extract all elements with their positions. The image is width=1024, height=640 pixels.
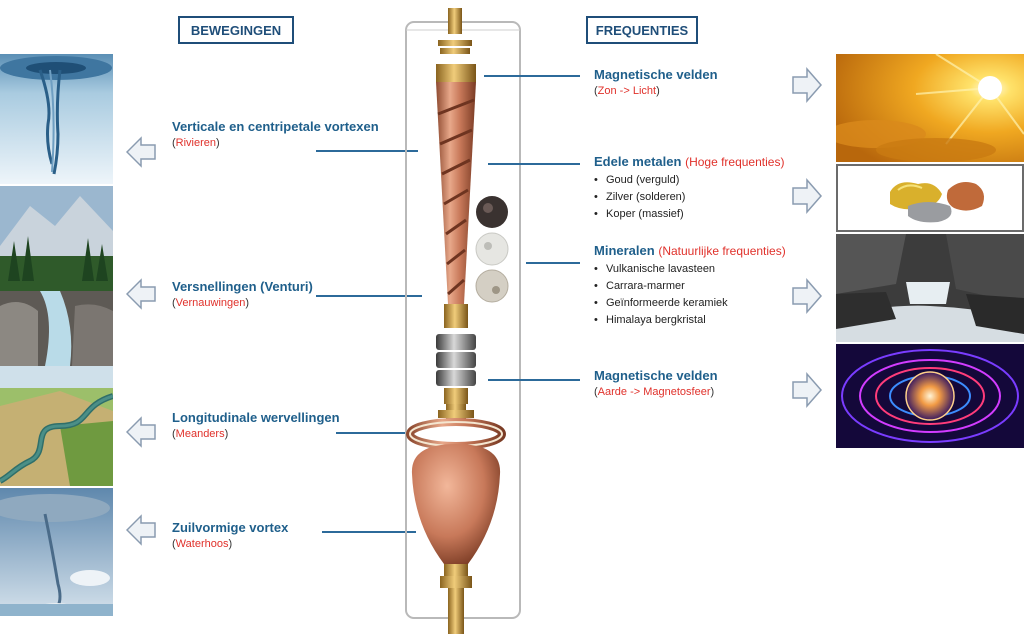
list-item: Zilver (solderen) [594, 189, 784, 206]
photo-river-canyon [0, 186, 113, 366]
photo-meanders [0, 366, 113, 486]
callout-title-main: Edele metalen [594, 154, 682, 169]
leader-line [484, 75, 580, 77]
callout-magnetisch-aarde: Magnetische velden (Aarde -> Magnetosfee… [594, 368, 718, 398]
callout-wervellingen: Longitudinale wervellingen (Meanders) [172, 410, 340, 440]
callout-magnetisch-zon: Magnetische velden (Zon -> Licht) [594, 67, 718, 97]
arrow-left-icon [126, 416, 156, 448]
arrow-right-icon [792, 278, 822, 314]
callout-sub: (Meanders) [172, 428, 229, 440]
arrow-left-icon [126, 136, 156, 168]
list-item: Geïnformeerde keramiek [594, 295, 786, 312]
callout-title-main: Mineralen [594, 243, 655, 258]
photo-sun [836, 54, 1024, 162]
callout-vortexen: Verticale en centripetale vortexen (Rivi… [172, 119, 379, 149]
list-item: Himalaya bergkristal [594, 312, 786, 329]
leader-line [488, 163, 580, 165]
callout-title: Versnellingen (Venturi) [172, 279, 313, 294]
callout-sub: (Aarde -> Magnetosfeer) [594, 386, 715, 398]
leader-line [336, 432, 412, 434]
leader-line [316, 150, 418, 152]
callout-zuilvortex: Zuilvormige vortex (Waterhoos) [172, 520, 288, 550]
photo-metals [836, 164, 1024, 232]
arrow-right-icon [792, 67, 822, 103]
callout-title: Magnetische velden [594, 67, 718, 82]
callout-title-red: Natuurlijke frequenties [662, 244, 782, 258]
callout-title-red: Hoge frequenties [689, 155, 781, 169]
callout-title-suffix: (Natuurlijke frequenties) [658, 244, 786, 258]
callout-title-suffix: (Hoge frequenties) [685, 155, 785, 169]
arrow-left-icon [126, 514, 156, 546]
photo-waterfall-rocks [836, 234, 1024, 342]
callout-title: Longitudinale wervellingen [172, 410, 340, 425]
callout-edele-metalen: Edele metalen (Hoge frequenties) Goud (v… [594, 154, 784, 223]
list-item: Koper (massief) [594, 206, 784, 223]
leader-line [488, 379, 580, 381]
callout-sub-red: Vernauwingen [175, 297, 246, 309]
leader-line [316, 295, 422, 297]
callout-sub-red: Waterhoos [175, 538, 229, 550]
callout-sub-red: Zon -> Licht [597, 85, 657, 97]
vortex-device [405, 8, 521, 634]
photo-waterspout [0, 488, 113, 616]
list: Goud (verguld) Zilver (solderen) Koper (… [594, 172, 784, 223]
leader-line [322, 531, 416, 533]
callout-sub-red: Rivieren [175, 137, 217, 149]
arrow-right-icon [792, 372, 822, 408]
list-item: Carrara-marmer [594, 278, 786, 295]
header-bewegingen: BEWEGINGEN [178, 16, 294, 44]
callout-title: Mineralen (Natuurlijke frequenties) [594, 243, 786, 258]
callout-sub-red: Aarde -> Magnetosfeer [597, 386, 711, 398]
callout-mineralen: Mineralen (Natuurlijke frequenties) Vulk… [594, 243, 786, 329]
arrow-right-icon [792, 178, 822, 214]
list: Vulkanische lavasteen Carrara-marmer Geï… [594, 261, 786, 329]
callout-title: Zuilvormige vortex [172, 520, 289, 535]
callout-sub: (Zon -> Licht) [594, 85, 660, 97]
callout-title: Magnetische velden [594, 368, 718, 383]
callout-sub-red: Meanders [175, 428, 225, 440]
photo-whirlpool [0, 54, 113, 184]
arrow-left-icon [126, 278, 156, 310]
list-item: Vulkanische lavasteen [594, 261, 786, 278]
header-frequenties: FREQUENTIES [586, 16, 698, 44]
callout-title: Verticale en centripetale vortexen [172, 119, 379, 134]
list-item: Goud (verguld) [594, 172, 784, 189]
callout-sub: (Rivieren) [172, 137, 220, 149]
callout-sub: (Vernauwingen) [172, 297, 250, 309]
photo-magnetosphere [836, 344, 1024, 448]
callout-venturi: Versnellingen (Venturi) (Vernauwingen) [172, 279, 313, 309]
leader-line [526, 262, 580, 264]
callout-title: Edele metalen (Hoge frequenties) [594, 154, 784, 169]
callout-sub: (Waterhoos) [172, 538, 233, 550]
